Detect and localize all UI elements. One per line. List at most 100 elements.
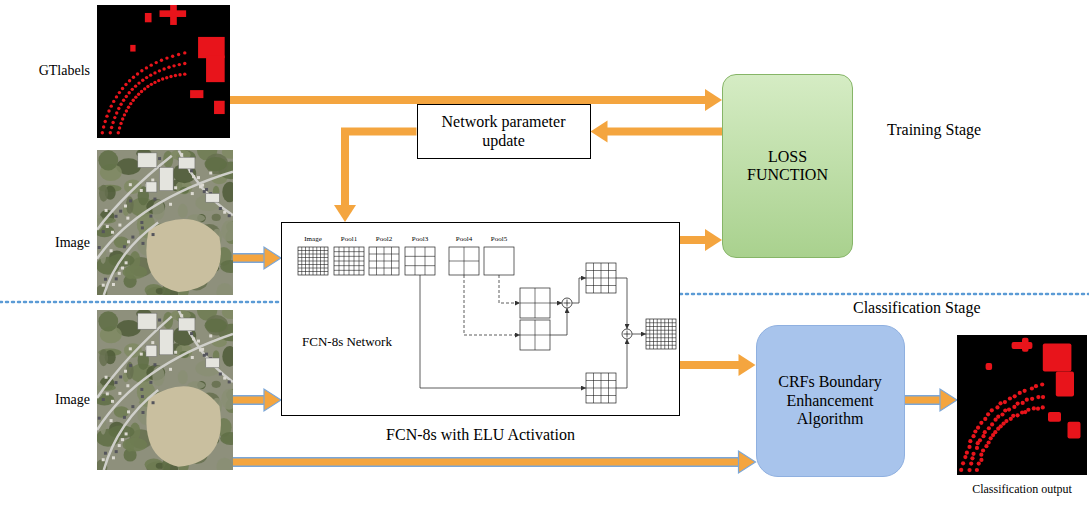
building-label	[145, 13, 152, 22]
building-label	[1048, 412, 1061, 422]
house	[118, 392, 121, 395]
house	[115, 381, 118, 384]
grid-frame	[646, 319, 676, 349]
house-label	[109, 131, 112, 134]
house-label	[172, 64, 175, 67]
tree-patch	[205, 315, 228, 336]
flow-arrow	[680, 229, 722, 251]
house-label	[967, 468, 971, 472]
node-label: FCN-8s Network	[302, 335, 392, 350]
house	[126, 384, 129, 387]
house	[191, 356, 194, 359]
house-label	[105, 114, 108, 117]
bare-ground	[146, 219, 221, 292]
ground-truth-image: GTlabels	[97, 5, 230, 138]
house-label	[970, 456, 974, 460]
house	[129, 183, 132, 186]
house	[115, 450, 118, 453]
house	[197, 176, 200, 179]
house-label	[132, 76, 135, 79]
house-label	[983, 430, 987, 434]
grid-line	[608, 373, 609, 403]
house	[131, 236, 134, 239]
house-label	[102, 125, 105, 128]
arrow-head	[705, 89, 722, 111]
house-label	[981, 448, 985, 452]
grid-frame	[334, 247, 364, 275]
tree-patch	[145, 284, 163, 295]
grid-frame	[298, 247, 328, 275]
sum-symbol	[562, 298, 572, 308]
feature-grid	[586, 263, 616, 293]
house	[123, 245, 126, 248]
house-label	[134, 84, 137, 87]
grid-frame	[586, 373, 616, 403]
node-label: LOSS FUNCTION	[735, 148, 840, 185]
house-label	[161, 77, 164, 80]
flow-line	[420, 275, 586, 388]
feature-grid	[405, 247, 435, 275]
house	[192, 337, 195, 340]
tree-patch	[221, 389, 233, 410]
arrow-head	[591, 121, 608, 143]
house	[140, 221, 143, 224]
house	[149, 215, 152, 218]
house	[142, 411, 145, 414]
house-label	[174, 74, 177, 77]
sum-cross	[627, 331, 628, 338]
house	[124, 205, 127, 208]
house	[131, 405, 134, 408]
house	[177, 150, 180, 151]
output-image: Classification output	[957, 335, 1087, 475]
grid-frame	[369, 247, 399, 275]
house	[123, 416, 126, 419]
house-label	[107, 109, 110, 112]
house-label	[110, 104, 113, 107]
house-label	[119, 122, 122, 125]
node-illustration	[97, 310, 233, 470]
house	[205, 188, 208, 191]
house-label	[149, 73, 152, 76]
house	[129, 347, 132, 350]
house	[223, 377, 226, 380]
house	[151, 341, 154, 344]
stage-divider	[680, 293, 1089, 296]
arrow-head	[705, 229, 722, 251]
tree-patch	[123, 438, 148, 452]
house-label	[978, 438, 982, 442]
input-image: Image	[97, 310, 233, 470]
grid-line	[334, 270, 364, 271]
sum-circle	[562, 298, 572, 308]
house	[192, 175, 195, 178]
house-label	[1040, 382, 1044, 386]
house-label	[117, 107, 120, 110]
house	[121, 267, 124, 270]
house-label	[963, 455, 967, 459]
building	[146, 345, 157, 356]
feature-grid	[586, 373, 616, 403]
house-label	[1032, 406, 1036, 410]
house	[104, 278, 107, 281]
house-label	[1023, 389, 1027, 393]
house-label	[162, 67, 165, 70]
arrow-shaft	[233, 459, 740, 466]
building	[206, 358, 220, 368]
building	[160, 167, 174, 190]
house-label	[1003, 400, 1007, 404]
building	[138, 313, 157, 329]
feature-grid	[369, 247, 399, 275]
house	[152, 401, 155, 404]
house	[111, 231, 114, 234]
arrow-head	[264, 247, 281, 269]
house-label	[127, 91, 130, 94]
house-label	[136, 72, 139, 75]
house-label	[969, 461, 973, 465]
flow-arrow	[680, 354, 756, 376]
house-label	[1030, 397, 1034, 401]
house-label	[121, 117, 124, 120]
house	[228, 214, 231, 217]
house-label	[137, 81, 140, 84]
house	[118, 272, 121, 275]
house	[169, 203, 172, 206]
house-label	[110, 126, 113, 129]
